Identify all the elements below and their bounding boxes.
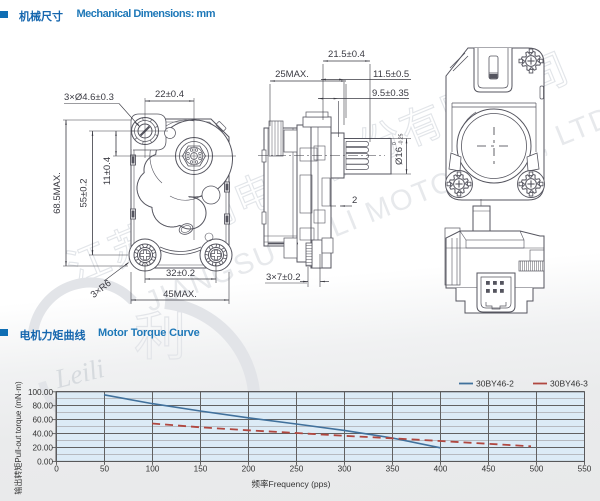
svg-text:3×7±0.2: 3×7±0.2 [266, 272, 301, 283]
svg-text:11.5±0.5: 11.5±0.5 [373, 69, 409, 80]
svg-text:3×Ø4.6±0.3: 3×Ø4.6±0.3 [64, 92, 114, 103]
svg-text:350: 350 [386, 465, 400, 474]
svg-text:30BY46-2: 30BY46-2 [476, 379, 514, 389]
svg-text:32±0.2: 32±0.2 [166, 268, 195, 279]
svg-text:0: 0 [392, 142, 398, 145]
svg-text:30BY46-3: 30BY46-3 [550, 379, 588, 389]
svg-text:Ø16: Ø16 [394, 147, 405, 165]
svg-text:60.00: 60.00 [33, 416, 54, 425]
svg-text:输出转矩Pull-out torque (mN·m): 输出转矩Pull-out torque (mN·m) [13, 381, 23, 495]
svg-text:2: 2 [352, 195, 357, 206]
svg-text:100: 100 [146, 465, 160, 474]
svg-text:500: 500 [530, 465, 544, 474]
svg-text:-0.25: -0.25 [399, 133, 405, 145]
svg-text:55±0.2: 55±0.2 [79, 179, 90, 208]
svg-text:0: 0 [54, 465, 59, 474]
svg-text:400: 400 [434, 465, 448, 474]
svg-text:20.00: 20.00 [33, 444, 54, 453]
svg-text:0.00: 0.00 [37, 457, 53, 466]
svg-text:68.5MAX.: 68.5MAX. [52, 172, 63, 214]
svg-text:9.5±0.35: 9.5±0.35 [372, 88, 409, 99]
svg-text:450: 450 [482, 465, 496, 474]
svg-text:250: 250 [290, 465, 304, 474]
svg-text:22±0.4: 22±0.4 [155, 89, 184, 100]
svg-text:Leili: Leili [51, 353, 107, 394]
svg-text:300: 300 [338, 465, 352, 474]
svg-text:50: 50 [100, 465, 110, 474]
svg-text:11±0.4: 11±0.4 [102, 157, 113, 185]
svg-text:40.00: 40.00 [33, 430, 54, 439]
svg-text:45MAX.: 45MAX. [163, 289, 197, 300]
svg-text:100.00: 100.00 [28, 388, 53, 397]
svg-text:21.5±0.4: 21.5±0.4 [328, 49, 365, 60]
svg-text:80.00: 80.00 [33, 402, 54, 411]
svg-text:150: 150 [194, 465, 208, 474]
svg-text:利: 利 [134, 309, 186, 367]
svg-text:频率Frequency (pps): 频率Frequency (pps) [252, 479, 331, 489]
svg-text:200: 200 [242, 465, 256, 474]
svg-text:25MAX.: 25MAX. [275, 69, 309, 80]
svg-text:550: 550 [578, 465, 592, 474]
